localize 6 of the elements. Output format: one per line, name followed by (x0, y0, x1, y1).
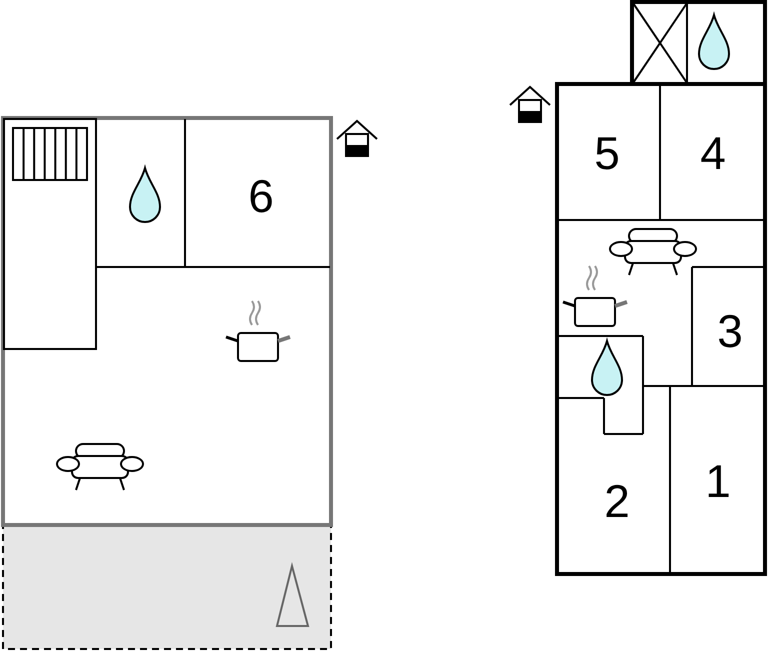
room-number: 4 (700, 130, 726, 176)
room-number: 5 (594, 130, 620, 176)
room-number: 2 (604, 478, 630, 524)
room-number: 6 (248, 173, 274, 219)
room-number: 3 (717, 308, 743, 354)
room-number: 1 (705, 458, 731, 504)
